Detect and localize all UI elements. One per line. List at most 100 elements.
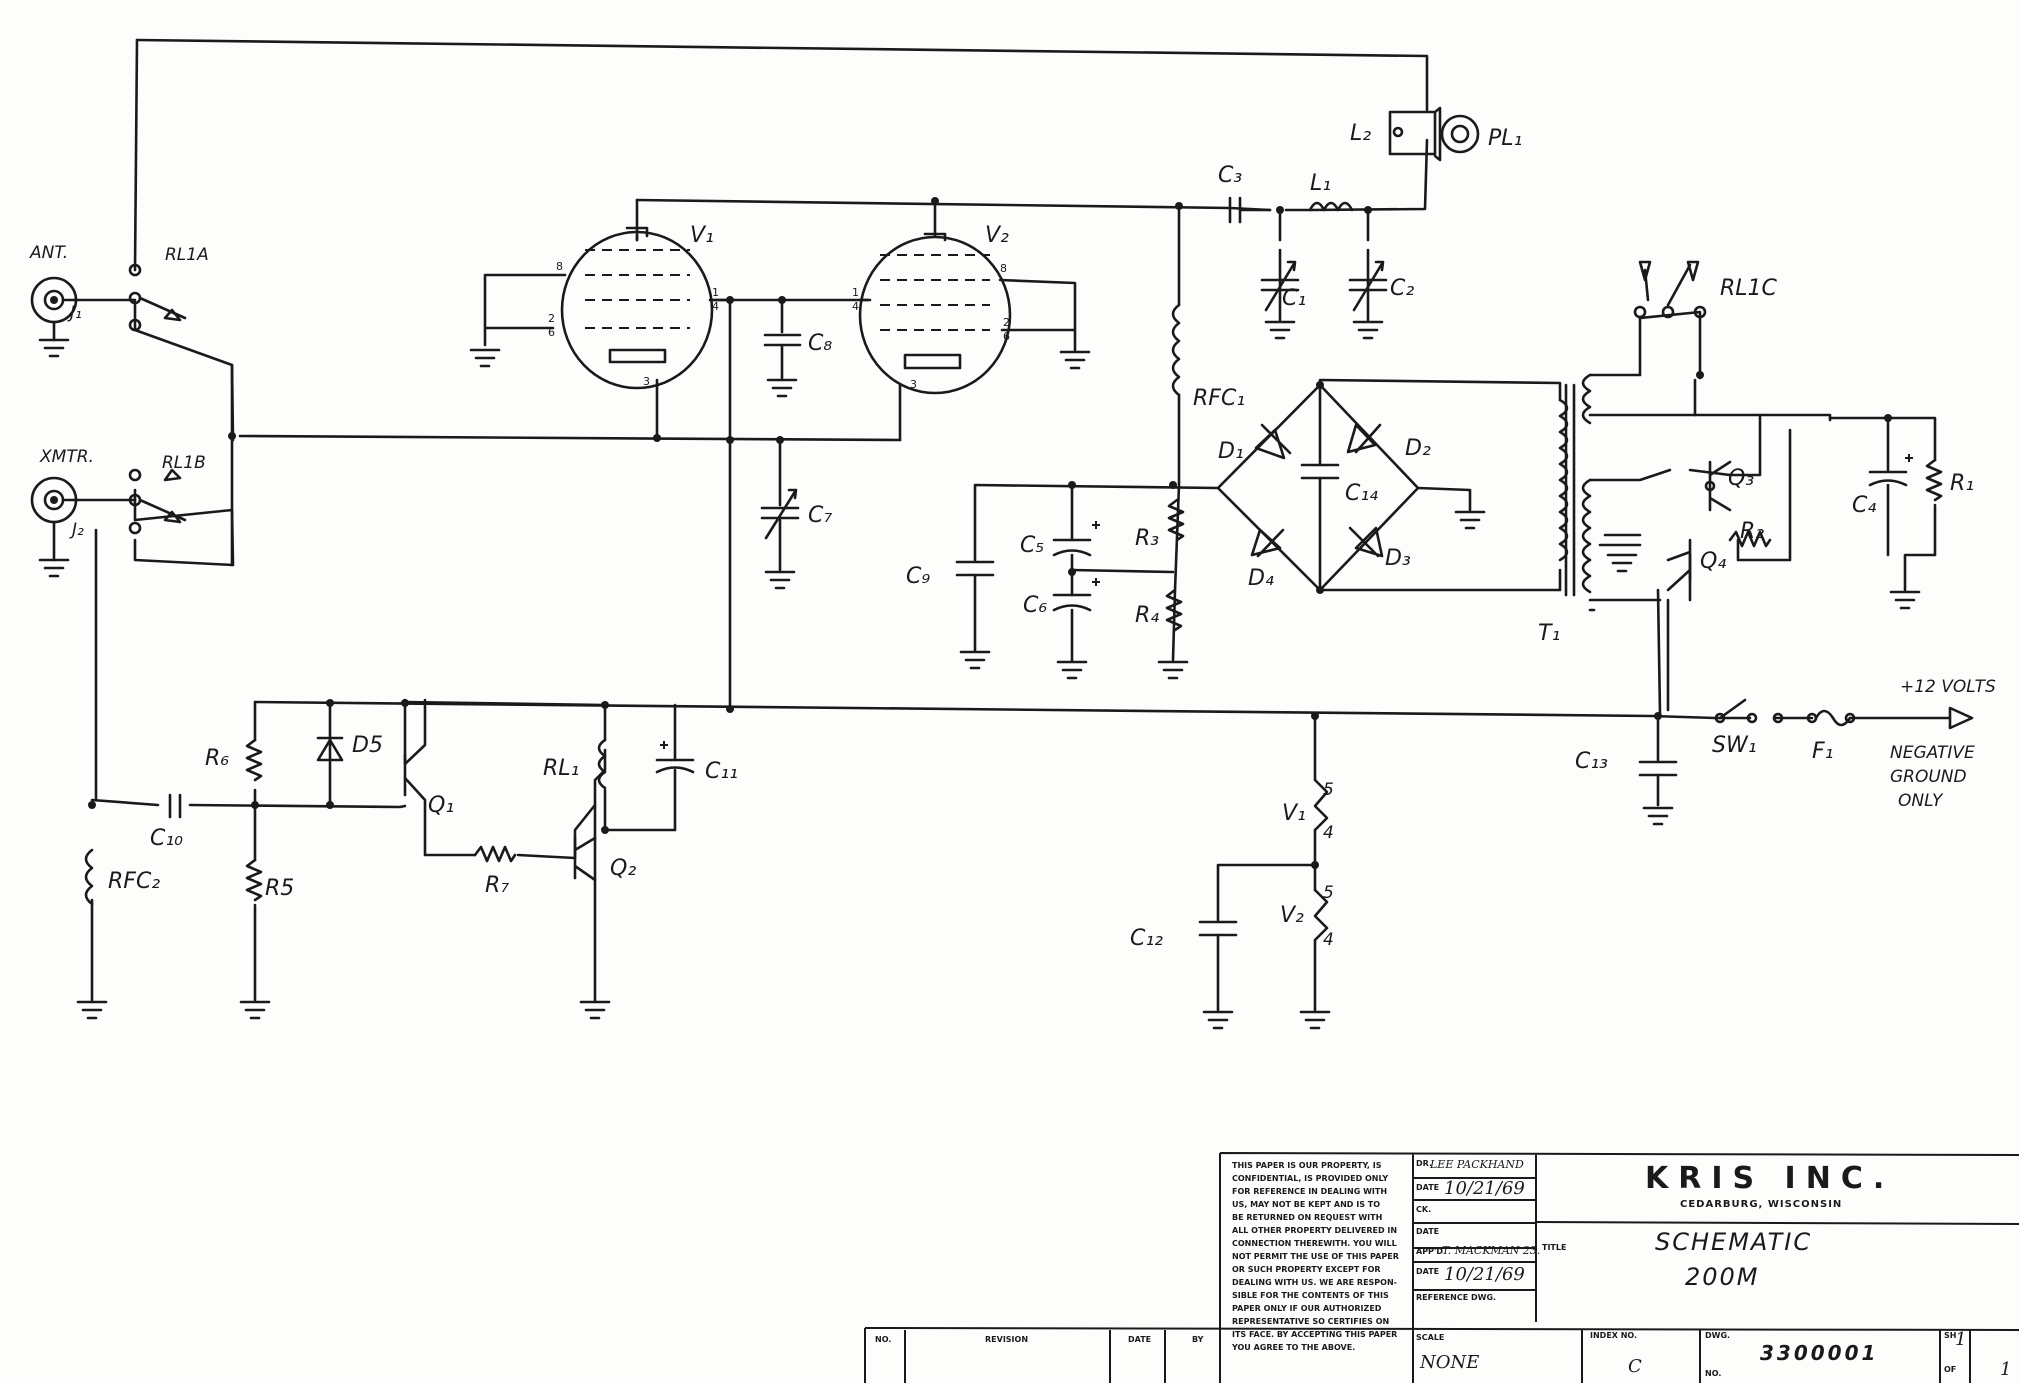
r1-ground: [1889, 590, 1921, 610]
company-name: KRIS INC.: [1645, 1161, 1894, 1196]
notice-line: THIS PAPER IS OUR PROPERTY, IS: [1232, 1161, 1382, 1170]
drawing-title: SCHEMATIC: [1655, 1228, 1812, 1256]
label-c7: C₇: [808, 503, 832, 528]
capacitor-c6: [1052, 578, 1100, 680]
label-r2: R₂: [1740, 519, 1764, 544]
relay-rl1c: [1633, 260, 1707, 319]
notice-line: CONFIDENTIAL, IS PROVIDED ONLY: [1232, 1174, 1388, 1183]
bridge-diodes: [1250, 423, 1384, 558]
capacitor-c10: [168, 793, 182, 819]
label-r1: R₁: [1950, 471, 1974, 496]
wiring: [90, 38, 1952, 1012]
label-tube-v1: V₁: [690, 223, 714, 248]
capacitor-c9: [955, 560, 995, 670]
supply-terminal: [1948, 706, 1974, 730]
label-l2: L₂: [1350, 121, 1371, 146]
label-pin5a: 5: [1323, 780, 1334, 800]
label-r5: R5: [265, 876, 294, 901]
choke-rfc2: [76, 848, 108, 1020]
appd-date: 10/21/69: [1444, 1264, 1525, 1285]
notice-line: PAPER ONLY IF OUR AUTHORIZED: [1232, 1304, 1382, 1313]
v1-pin-6: 6: [548, 326, 555, 339]
resistor-r3: [1167, 498, 1185, 542]
label-pl1: PL₁: [1488, 126, 1522, 151]
notice-line: CONNECTION THEREWITH. YOU WILL: [1232, 1239, 1397, 1248]
label-q3: Q₃: [1728, 466, 1754, 491]
label-sw1: SW₁: [1712, 733, 1757, 758]
notice-line: DEALING WITH US. WE ARE RESPON-: [1232, 1278, 1397, 1287]
label-l1: L₁: [1310, 171, 1331, 196]
notice-line: REPRESENTATIVE SO CERTIFIES ON: [1232, 1317, 1389, 1326]
ck-label: CK.: [1416, 1205, 1431, 1214]
label-r3: R₃: [1135, 526, 1159, 551]
relay-rl1b: [128, 468, 187, 535]
notice-line: ITS FACE. BY ACCEPTING THIS PAPER: [1232, 1330, 1397, 1339]
v1-pin-1: 1: [712, 286, 719, 299]
notice-line: SIBLE FOR THE CONTENTS OF THIS: [1232, 1291, 1389, 1300]
sheet-label: SH: [1944, 1331, 1956, 1340]
capacitor-c4: [1868, 454, 1913, 487]
capacitor-c2: [1348, 260, 1388, 340]
label-c6: C₆: [1023, 593, 1047, 618]
label-tube-v2: V₂: [985, 223, 1009, 248]
inductor-l1: [1308, 201, 1354, 212]
transistor-q4: [1666, 538, 1692, 592]
scale-value: NONE: [1419, 1352, 1479, 1373]
notice-line: OR SUCH PROPERTY EXCEPT FOR: [1232, 1265, 1381, 1274]
bridge-ground: [1454, 510, 1486, 530]
label-negative: NEGATIVE: [1890, 743, 1975, 763]
rfc1-choke: [1171, 303, 1181, 397]
junctions: [88, 197, 1892, 869]
rev-by-header: BY: [1192, 1335, 1204, 1344]
label-rl1: RL₁: [543, 756, 579, 781]
relay-rl1a: [128, 263, 187, 332]
label-c14: C₁₄: [1345, 481, 1378, 506]
no-label: NO.: [1705, 1369, 1721, 1378]
diode-d5: [316, 736, 344, 762]
component-labels: ANT. J₁ XMTR. J₂ RL1A RL1B RL1C V₁ V₂ L₂…: [29, 121, 1996, 951]
label-rfc1: RFC₁: [1193, 386, 1245, 411]
label-d1: D₁: [1218, 439, 1244, 464]
notice-line: YOU AGREE TO THE ABOVE.: [1231, 1343, 1355, 1352]
tube-v1: [560, 226, 732, 390]
capacitor-c8: [763, 333, 802, 398]
ck-date-label: DATE: [1416, 1227, 1439, 1236]
label-pin4a: 4: [1323, 823, 1334, 843]
label-rfc2: RFC₂: [108, 869, 160, 894]
label-c13: C₁₃: [1575, 749, 1608, 774]
capacitor-c1: [1260, 260, 1300, 340]
label-q1: Q₁: [428, 793, 454, 818]
fuse-f1: [1806, 709, 1856, 727]
capacitor-c13: [1638, 760, 1678, 826]
label-c2: C₂: [1390, 276, 1414, 301]
label-c1: C₁: [1282, 286, 1306, 311]
v2-pin-2: 2: [1003, 316, 1010, 329]
title-label: TITLE: [1542, 1243, 1566, 1252]
resistor-r6: [245, 738, 263, 782]
notice-line: NOT PERMIT THE USE OF THIS PAPER: [1232, 1252, 1399, 1261]
drawing-number: 3300001: [1760, 1341, 1878, 1365]
scale-label: SCALE: [1416, 1333, 1444, 1342]
label-rl1c: RL1C: [1720, 276, 1778, 301]
v1-pin-8: 8: [556, 260, 563, 273]
rev-revision-header: REVISION: [985, 1335, 1028, 1344]
capacitor-c11: [655, 741, 695, 774]
label-d3: D₃: [1385, 546, 1411, 571]
label-q4: Q₄: [1700, 549, 1726, 574]
dwg-label: DWG.: [1705, 1331, 1730, 1340]
label-c4: C₄: [1852, 493, 1876, 518]
label-t1: T₁: [1538, 621, 1560, 646]
label-ant: ANT.: [29, 243, 68, 263]
v2-pin-1: 1: [852, 286, 859, 299]
label-c11: C₁₁: [705, 759, 738, 784]
label-ground: GROUND: [1890, 767, 1967, 787]
label-c8: C₈: [808, 331, 832, 356]
notice-line: ALL OTHER PROPERTY DELIVERED IN: [1232, 1226, 1397, 1235]
title-block: THIS PAPER IS OUR PROPERTY, IS CONFIDENT…: [864, 1152, 2019, 1383]
resistor-r1: [1925, 458, 1943, 502]
index-value: C: [1628, 1356, 1642, 1377]
relay-coil-rl1: [597, 738, 607, 790]
drawing-model: 200M: [1685, 1263, 1760, 1291]
capacitor-c7: [760, 488, 800, 590]
